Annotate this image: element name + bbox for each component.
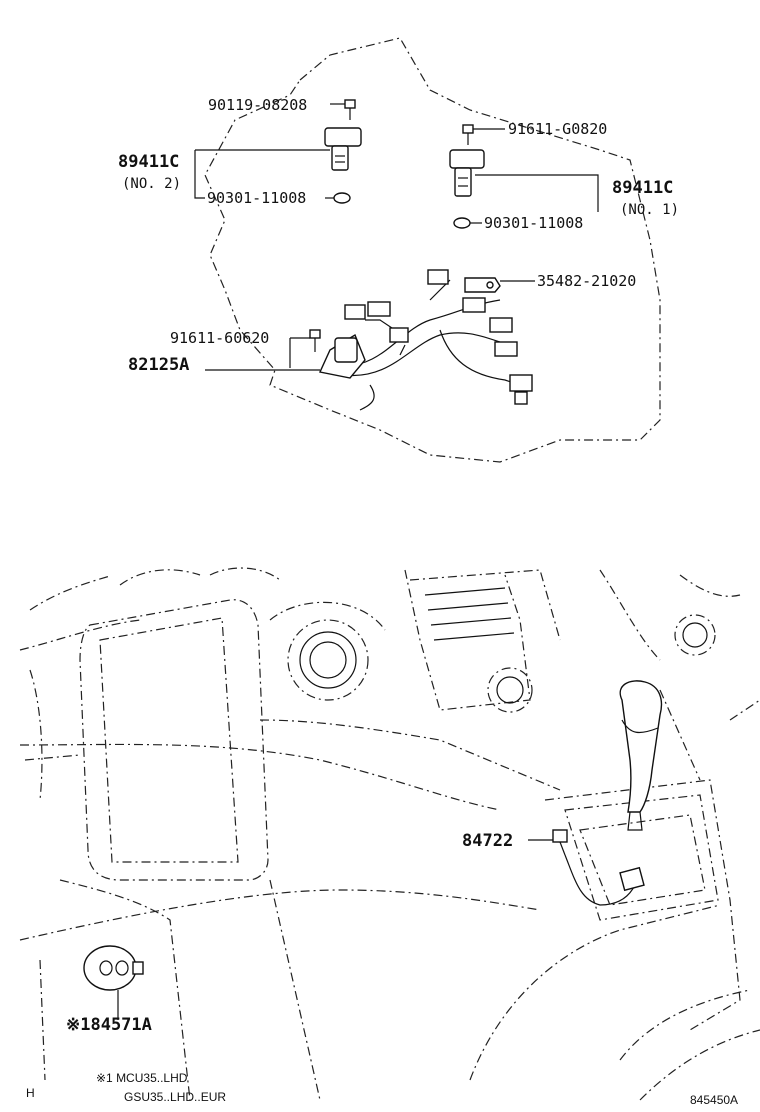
clamp-35482-21020 (464, 277, 501, 293)
footnote-line1: ※1 MCU35..LHD (96, 1071, 188, 1085)
speed-sensor-no2 (324, 127, 362, 171)
label-no1: (NO. 1) (620, 202, 679, 218)
label-84571a: ※184571A (66, 1015, 152, 1035)
label-89411c-no1: 89411C (612, 178, 673, 198)
bolt-90119-08208 (344, 99, 356, 120)
wire-harness (318, 269, 533, 411)
interior-outline (19, 567, 760, 1101)
shift-lever (619, 680, 663, 831)
label-89411c-no2: 89411C (118, 152, 179, 172)
label-90119-08208: 90119-08208 (208, 96, 307, 114)
corner-left-code: H (26, 1086, 35, 1100)
transmission-outline (204, 37, 661, 463)
switch-84722 (552, 829, 645, 906)
label-no2: (NO. 2) (122, 176, 181, 192)
bolt-91611-60620 (309, 329, 321, 352)
diagram-id: 845450A (690, 1093, 738, 1107)
switch-84571a (83, 945, 144, 991)
label-91611-60620: 91611-60620 (170, 329, 269, 347)
label-90301-11008-right: 90301-11008 (484, 214, 583, 232)
footnote-line2: GSU35..LHD..EUR (124, 1090, 226, 1104)
speed-sensor-no1 (449, 149, 485, 197)
bolt-91611-g0820 (462, 124, 474, 145)
label-91611-g0820: 91611-G0820 (508, 120, 607, 138)
label-35482-21020: 35482-21020 (537, 272, 636, 290)
gasket-right (453, 217, 471, 229)
label-90301-11008-left: 90301-11008 (207, 189, 306, 207)
label-82125a: 82125A (128, 355, 189, 375)
label-84722: 84722 (462, 831, 513, 851)
gasket-left (333, 192, 351, 204)
